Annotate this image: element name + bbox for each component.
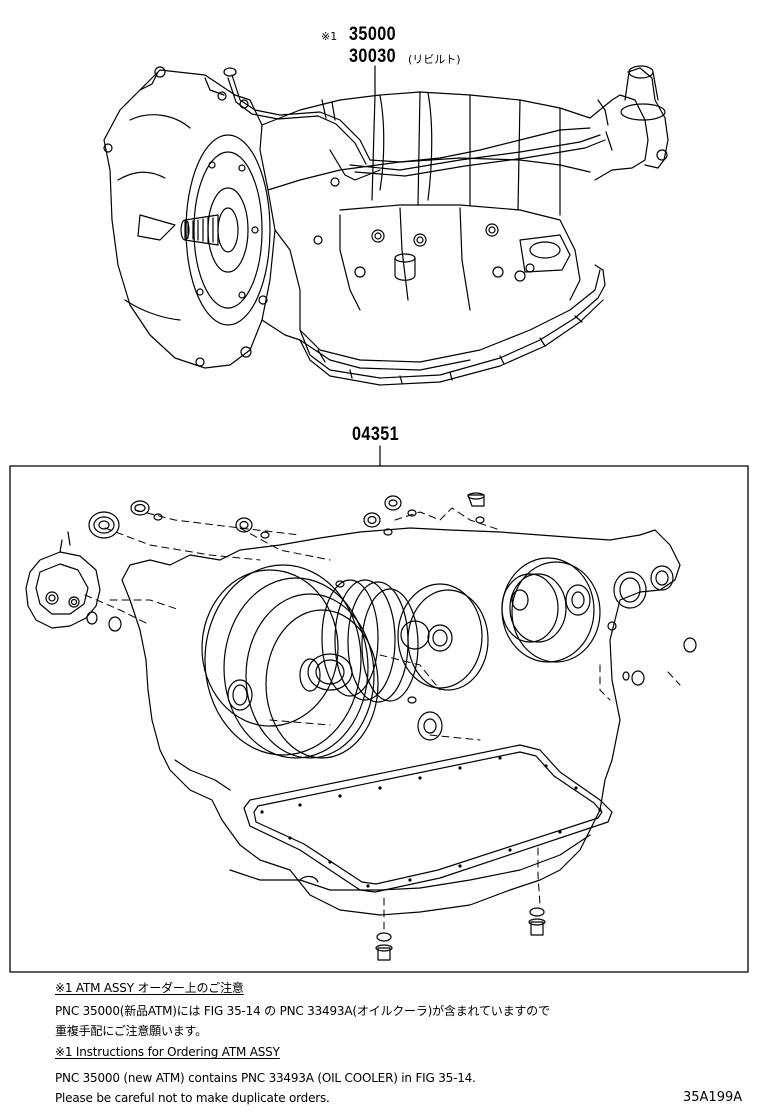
en-note-title: ※1 Instructions for Ordering ATM ASSY (55, 1045, 280, 1059)
part-number-04351[interactable]: 04351 (352, 424, 400, 445)
part-number-35000[interactable]: 35000 (349, 24, 397, 45)
overhaul-kit-illustration[interactable] (25, 492, 697, 961)
illustration-code: 35A199A (683, 1090, 743, 1105)
en-note-line-2: Please be careful not to make duplicate … (55, 1091, 330, 1105)
overhaul-kit-frame (9, 465, 749, 973)
en-note-line-1: PNC 35000 (new ATM) contains PNC 33493A … (55, 1071, 476, 1085)
jp-note-line-1: PNC 35000(新品ATM)には FIG 35-14 の PNC 33493… (55, 1004, 550, 1018)
transmission-assembly-illustration[interactable] (103, 65, 669, 386)
rebuilt-label: (リビルト) (408, 53, 461, 66)
atm-note-mark: ※1 (321, 30, 338, 43)
jp-note-line-2: 重複手配にご注意願います。 (55, 1024, 207, 1038)
part-number-30030[interactable]: 30030 (349, 46, 397, 67)
jp-note-title: ※1 ATM ASSY オーダー上のご注意 (55, 981, 244, 995)
